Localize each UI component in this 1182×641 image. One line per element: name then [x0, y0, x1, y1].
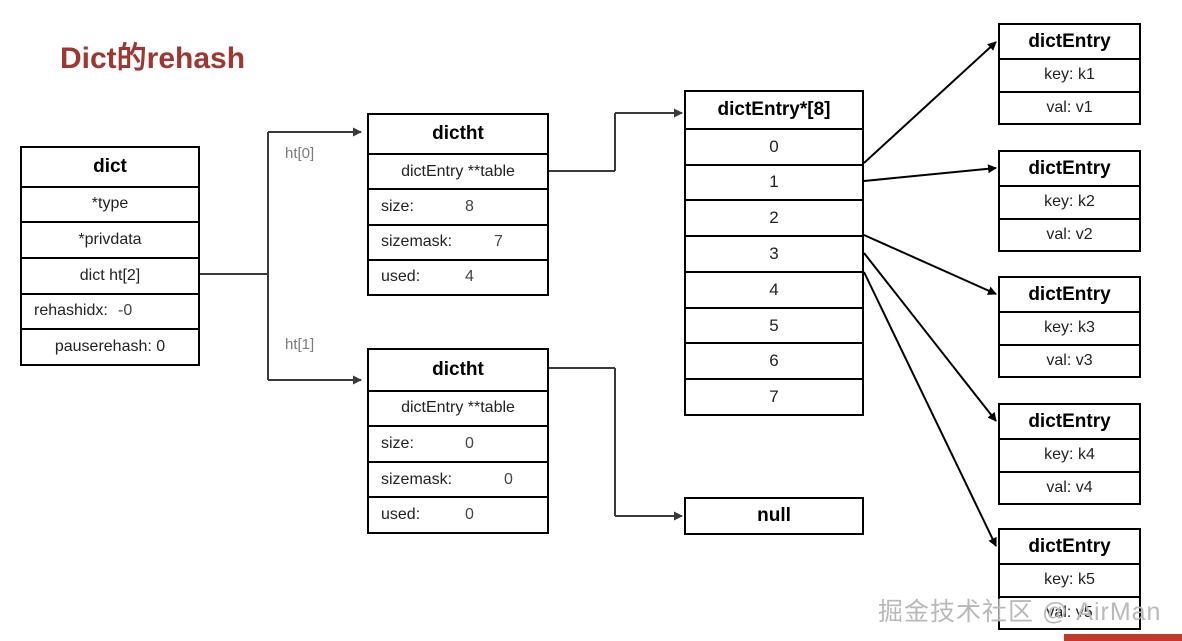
wire-dict-to-ht: [199, 127, 362, 385]
dictht0-size-value: 8: [465, 197, 474, 215]
dictht0-used-row: used: 4: [369, 258, 547, 294]
bucket-slot-5[interactable]: 5: [686, 306, 862, 343]
dict-struct-header: dict: [22, 148, 198, 186]
dictht1-sizemask-row: sizemask: 0: [369, 460, 547, 497]
bucket-slot-3[interactable]: 3: [686, 235, 862, 271]
dict-entry-1-header: dictEntry: [1028, 30, 1111, 52]
edge-label-ht0: ht[0]: [285, 145, 315, 162]
wire-ht0-table-to-array: [549, 108, 683, 172]
dict-entry-4-key: key: k4: [1000, 438, 1139, 470]
dictht1-sizemask-label: sizemask:: [381, 470, 453, 488]
wire-slot0-to-entry1: [863, 41, 997, 164]
bucket-slot-4[interactable]: 4: [686, 270, 862, 307]
dict-entry-5-header: dictEntry: [1028, 535, 1111, 557]
dict-entry-3-val: val: v3: [1000, 343, 1139, 376]
bucket-array-header: dictEntry*[8]: [686, 92, 862, 128]
bucket-array-box: dictEntry*[8] 0 1 2 3 4 5 6 7: [684, 90, 864, 416]
dict-entry-2-header: dictEntry: [1028, 157, 1111, 179]
dict-entry-5-val: val: v5: [1000, 595, 1139, 628]
dictht1-used-row: used: 0: [369, 496, 547, 532]
dictht0-sizemask-row: sizemask: 7: [369, 223, 547, 259]
wire-slot3b-to-entry4: [863, 252, 997, 422]
dict-field-rehashidx-value: -0: [118, 302, 133, 320]
dictht1-sizemask-value: 0: [504, 470, 513, 488]
dict-entry-3-key: key: k3: [1000, 311, 1139, 343]
dictht0-sizemask-label: sizemask:: [381, 233, 453, 251]
page-title: Dict的rehash: [60, 42, 246, 75]
dictht0-table-field: dictEntry **table: [369, 153, 547, 189]
dict-entry-box-3: dictEntry key: k3 val: v3: [998, 276, 1141, 378]
dictht0-size-label: size:: [381, 197, 414, 215]
dict-entry-box-1: dictEntry key: k1 val: v1: [998, 23, 1141, 125]
wire-slot3-to-entry3: [863, 234, 997, 295]
dict-field-privdata: *privdata: [22, 221, 198, 257]
bottom-accent-bar: [1064, 634, 1182, 641]
dictht0-used-value: 4: [465, 268, 474, 286]
dict-entry-box-4: dictEntry key: k4 val: v4: [998, 403, 1141, 505]
bucket-slot-6[interactable]: 6: [686, 342, 862, 378]
wire-slot4-to-entry5: [863, 271, 997, 547]
dictht0-used-label: used:: [381, 268, 421, 286]
null-label: null: [686, 499, 862, 533]
bucket-slot-0[interactable]: 0: [686, 127, 862, 164]
dictht0-size-row: size: 8: [369, 188, 547, 224]
dict-entry-4-header: dictEntry: [1028, 410, 1111, 432]
bucket-slot-7[interactable]: 7: [686, 378, 862, 414]
null-box: null: [684, 497, 864, 535]
wire-ht1-to-null: [549, 367, 683, 521]
dictht0-header: dictht: [369, 115, 547, 154]
dictht1-size-label: size:: [381, 434, 414, 452]
dict-field-type: *type: [22, 185, 198, 222]
dictht1-table-field: dictEntry **table: [369, 389, 547, 426]
dictht1-used-label: used:: [381, 506, 421, 524]
watermark-text: 掘金技术社区 @ AirMan: [878, 598, 1162, 626]
dict-field-ht-array: dict ht[2]: [22, 256, 198, 293]
dictht0-sizemask-value: 7: [494, 233, 503, 251]
dict-entry-3-header: dictEntry: [1028, 283, 1111, 305]
dict-entry-box-2: dictEntry key: k2 val: v2: [998, 150, 1141, 252]
dict-struct-box: dict *type *privdata dict ht[2] rehashid…: [20, 146, 200, 366]
edge-label-ht1: ht[1]: [285, 336, 315, 353]
dictht1-box: dictht dictEntry **table size: 0 sizemas…: [367, 348, 549, 534]
wire-slot1-to-entry2: [863, 164, 997, 182]
bucket-slot-2[interactable]: 2: [686, 199, 862, 235]
dict-entry-4-val: val: v4: [1000, 470, 1139, 503]
dict-entry-1-val: val: v1: [1000, 90, 1139, 123]
dictht1-size-row: size: 0: [369, 425, 547, 461]
dict-entry-2-key: key: k2: [1000, 185, 1139, 217]
dict-field-rehashidx: rehashidx: -0: [22, 292, 198, 329]
dict-field-pauserehash: pauserehash: 0: [22, 328, 198, 364]
dictht0-box: dictht dictEntry **table size: 8 sizemas…: [367, 113, 549, 296]
dictht1-size-value: 0: [465, 434, 474, 452]
bucket-slot-1[interactable]: 1: [686, 163, 862, 200]
dict-entry-5-key: key: k5: [1000, 563, 1139, 595]
dict-entry-1-key: key: k1: [1000, 58, 1139, 90]
dictht1-header: dictht: [369, 350, 547, 390]
dict-field-rehashidx-label: rehashidx:: [34, 302, 108, 320]
dictht1-used-value: 0: [465, 506, 474, 524]
dict-entry-box-5: dictEntry key: k5 val: v5: [998, 528, 1141, 630]
dict-entry-2-val: val: v2: [1000, 217, 1139, 250]
